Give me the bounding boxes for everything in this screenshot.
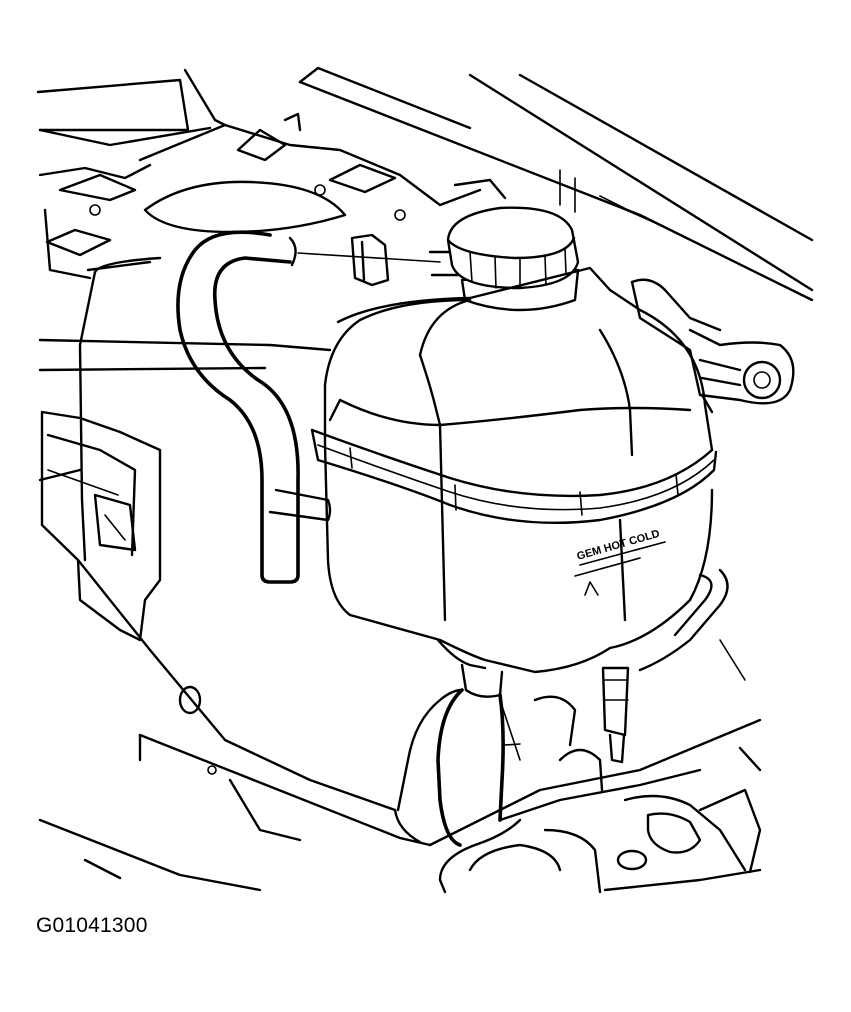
coolant-reservoir-diagram: GEM HOT COLD bbox=[36, 66, 814, 894]
reservoir-mounting-bracket bbox=[630, 278, 795, 414]
figure-code: G01041300 bbox=[36, 914, 148, 937]
coolant-reservoir-tank bbox=[310, 266, 718, 674]
tank-level-marking: GEM HOT COLD bbox=[576, 528, 662, 563]
reservoir-outlet-hose bbox=[393, 663, 505, 847]
lower-engine-components bbox=[428, 695, 762, 894]
fan-shroud bbox=[38, 256, 432, 892]
radiator-support-bracket bbox=[36, 68, 507, 280]
hood-panel bbox=[298, 66, 814, 302]
upper-radiator-hose bbox=[176, 230, 332, 584]
reservoir-cap bbox=[446, 206, 580, 312]
reservoir-vent-hose bbox=[601, 568, 746, 764]
hose-clamp bbox=[297, 233, 460, 287]
shroud-side-clip bbox=[40, 410, 162, 642]
